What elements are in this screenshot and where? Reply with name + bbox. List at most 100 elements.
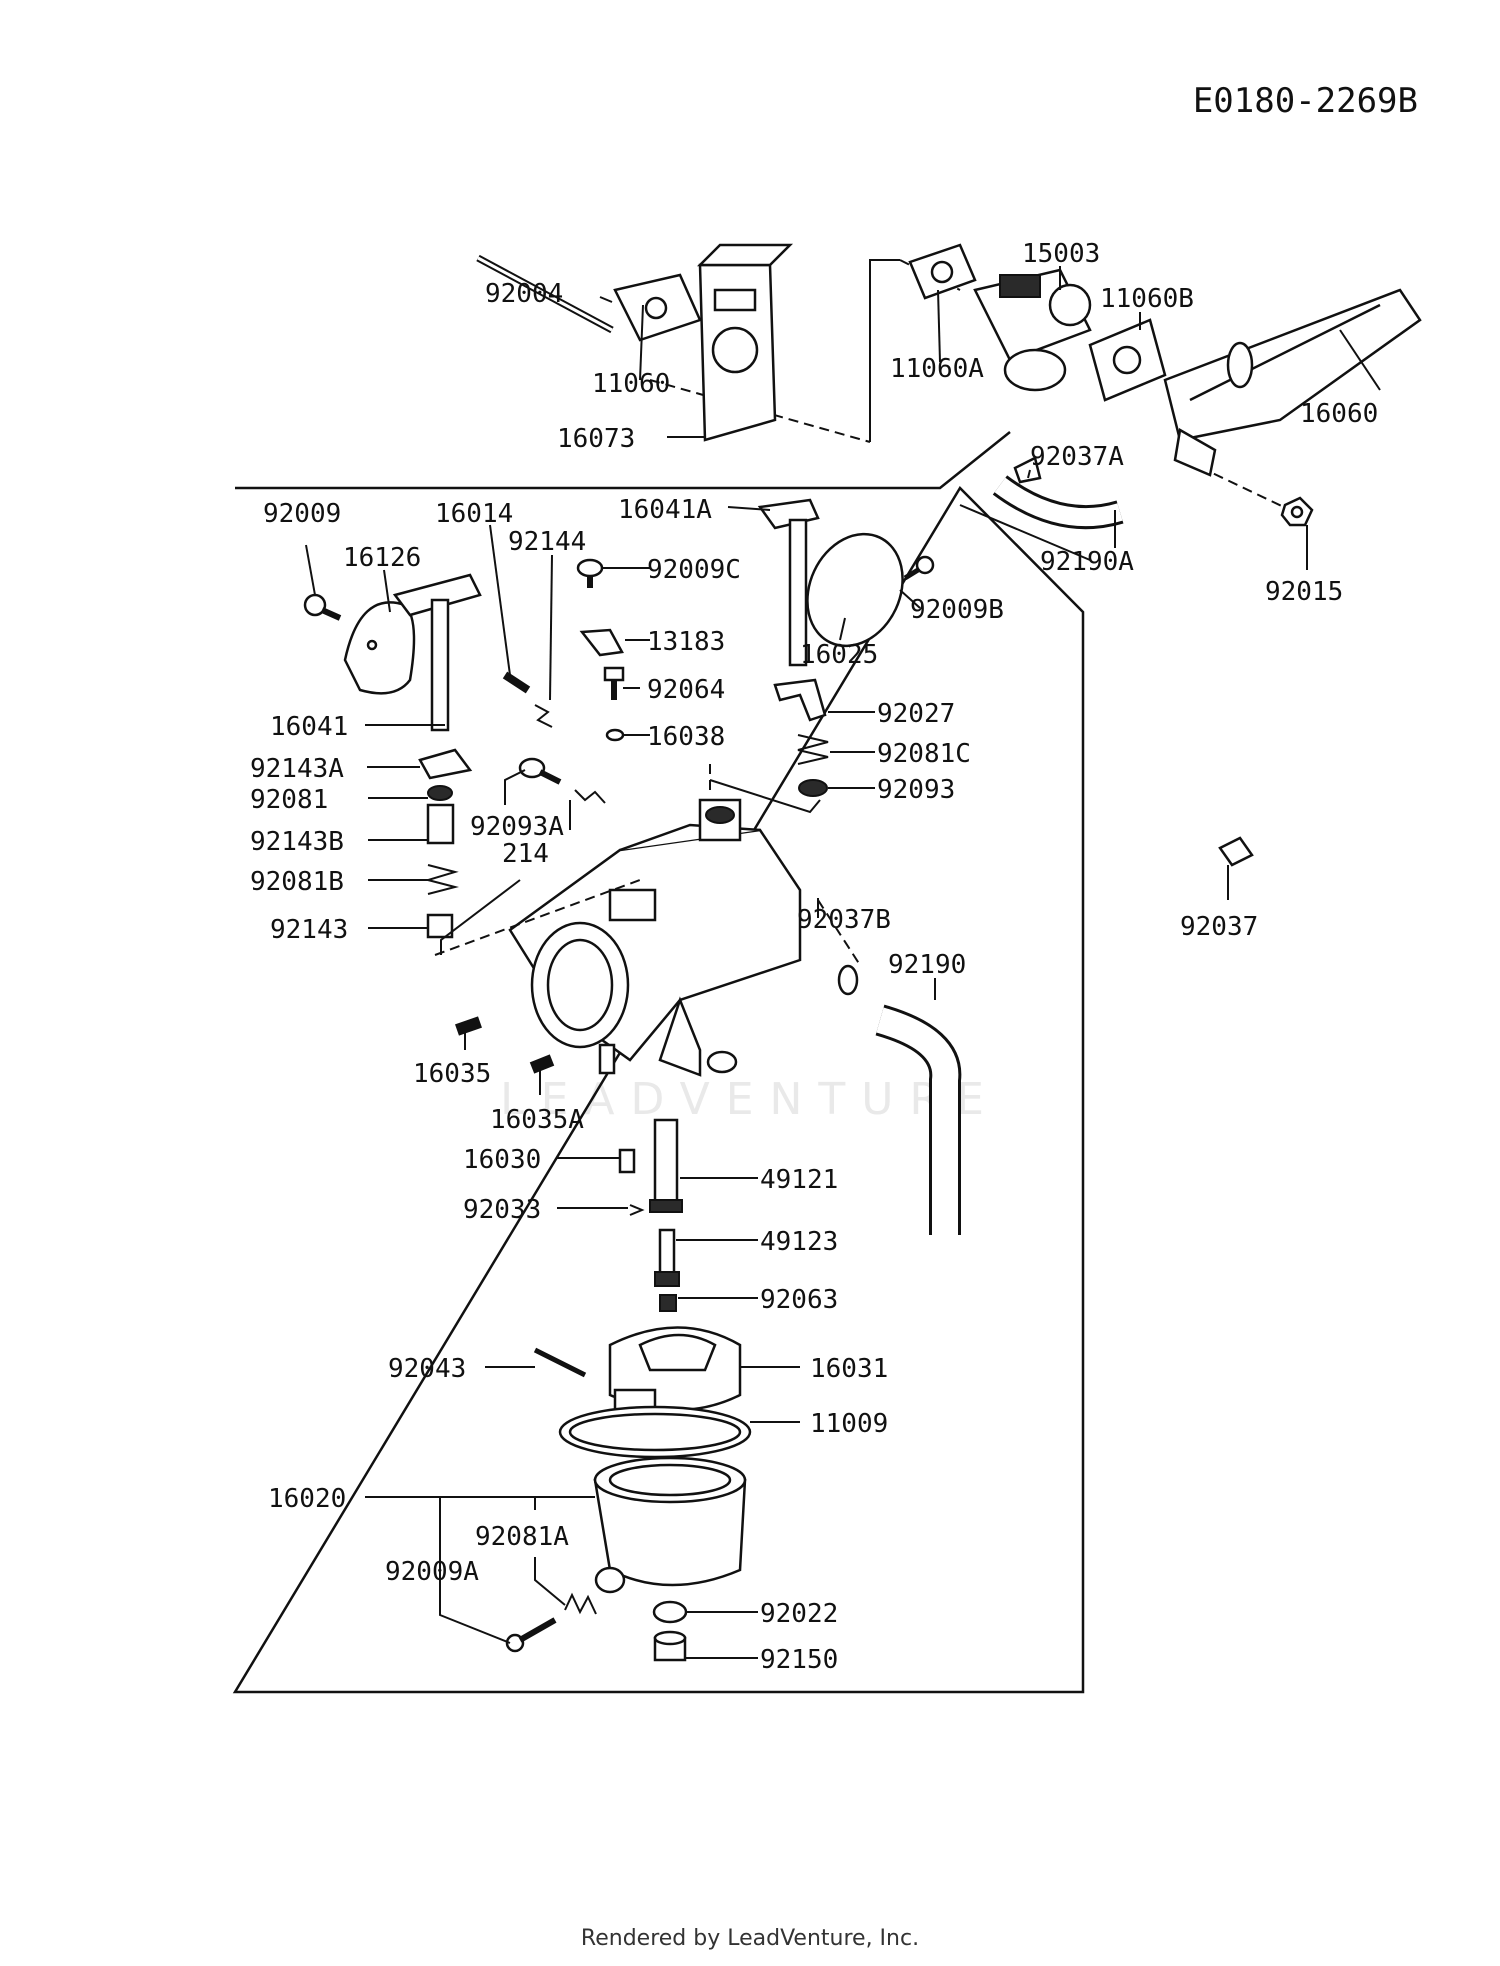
clip-92033 xyxy=(629,1204,645,1216)
screw-92064 xyxy=(603,666,625,700)
washer-92022 xyxy=(652,1600,688,1624)
label-16031: 16031 xyxy=(810,1354,888,1384)
label-16020: 16020 xyxy=(268,1484,346,1514)
label-92009: 92009 xyxy=(263,499,341,529)
label-92022: 92022 xyxy=(760,1599,838,1629)
label-92037a: 92037A xyxy=(1030,442,1124,472)
label-11009: 11009 xyxy=(810,1409,888,1439)
label-16035a: 16035A xyxy=(490,1105,584,1135)
label-92190a: 92190A xyxy=(1040,547,1134,577)
leader-lines xyxy=(305,266,1381,1659)
label-15003: 15003 xyxy=(1022,239,1100,269)
axis-line-1 xyxy=(434,879,641,956)
choke-shaft-16041 xyxy=(392,573,482,732)
label-92009b: 92009B xyxy=(910,595,1004,625)
nozzle-49121 xyxy=(649,1118,683,1213)
throttle-shaft-16041a xyxy=(757,498,820,667)
label-92033: 92033 xyxy=(463,1195,541,1225)
label-92093: 92093 xyxy=(877,775,955,805)
washer-92093 xyxy=(798,779,828,797)
oring-92037b xyxy=(837,964,859,996)
axis-bracket-2 xyxy=(709,779,821,814)
gasket-11060 xyxy=(613,273,702,342)
spring-92081b xyxy=(424,864,459,895)
screw-92150 xyxy=(653,1630,687,1662)
label-92081c: 92081C xyxy=(877,739,971,769)
label-214: 92093A xyxy=(470,812,564,842)
label-16073: 16073 xyxy=(557,424,635,454)
pin-92043 xyxy=(533,1347,587,1378)
label-16060: 16060 xyxy=(1300,399,1378,429)
label-92143: 92143 xyxy=(270,915,348,945)
assembly-frame xyxy=(232,431,1085,1694)
clip-92037 xyxy=(1218,836,1254,867)
carburetor-body xyxy=(508,798,802,1077)
screw-16035a xyxy=(529,1054,555,1074)
intake-pipe-16060 xyxy=(1163,288,1422,477)
label-92143a: 92143A xyxy=(250,754,344,784)
gasket-11009 xyxy=(558,1405,752,1459)
label-92037: 92037 xyxy=(1180,912,1258,942)
screw-92009c xyxy=(576,558,604,588)
label-49123: 49123 xyxy=(760,1227,838,1257)
part-labels: 92004 11060 16073 11060A 15003 11060B 16… xyxy=(250,239,1378,1675)
label-49121: 49121 xyxy=(760,1165,838,1195)
screw-92009 xyxy=(303,593,342,621)
gasket-11060b xyxy=(1088,318,1167,402)
nut-92015 xyxy=(1280,496,1314,527)
label-92143b: 92143B xyxy=(250,827,344,857)
label-92043: 92043 xyxy=(388,1354,466,1384)
label-92064: 92064 xyxy=(647,675,725,705)
label-92004: 92004 xyxy=(485,279,563,309)
oring-16038 xyxy=(605,728,625,742)
label-16041a: 16041A xyxy=(618,495,712,525)
screw-92009a xyxy=(505,1617,557,1653)
drawing-id: E0180-2269B xyxy=(1193,81,1418,121)
spring-92081a xyxy=(564,1592,597,1615)
label-16038: 16038 xyxy=(647,722,725,752)
label-92081b: 92081B xyxy=(250,867,344,897)
label-11060: 11060 xyxy=(592,369,670,399)
jet-49123 xyxy=(654,1228,680,1287)
label-92081: 214 xyxy=(502,839,549,869)
spring-92081 xyxy=(574,789,606,804)
needle-16030 xyxy=(618,1148,636,1174)
label-92150: 92150 xyxy=(760,1645,838,1675)
insulator-16073 xyxy=(696,243,794,442)
label-16126: 16126 xyxy=(343,543,421,573)
jet-92063 xyxy=(659,1294,677,1312)
label-92009a: 92009A xyxy=(385,1557,479,1587)
inset-bracket xyxy=(869,259,900,442)
label-16014: 16014 xyxy=(435,499,513,529)
label-11060b: 11060B xyxy=(1100,284,1194,314)
hose-92190a xyxy=(992,475,1124,530)
float-16031 xyxy=(608,1326,742,1412)
label-92015: 92015 xyxy=(1265,577,1343,607)
footer-credit: Rendered by LeadVenture, Inc. xyxy=(581,1926,919,1951)
screw-16014 xyxy=(502,671,531,694)
label-92081a: 92081A xyxy=(475,1522,569,1552)
lever-92027 xyxy=(773,678,827,722)
gasket-11060a xyxy=(908,243,977,300)
throttle-plate-16025 xyxy=(806,532,904,648)
hose-92190 xyxy=(875,1004,962,1235)
screw-16035 xyxy=(455,1016,482,1036)
inset-bracket-2 xyxy=(959,504,1091,561)
clamp-92037a xyxy=(1013,456,1042,484)
carburetor-15003 xyxy=(973,268,1092,392)
label-92063: 92063 xyxy=(760,1285,838,1315)
screw-214 xyxy=(518,757,562,785)
label-16035: 16035 xyxy=(413,1059,491,1089)
label-92009c: 92009C xyxy=(647,555,741,585)
label-13183: 13183 xyxy=(647,627,725,657)
label-92027: 92027 xyxy=(877,699,955,729)
label-92037b: 92037B xyxy=(797,905,891,935)
washer-92093a xyxy=(427,785,453,801)
choke-plate-16126 xyxy=(343,601,416,695)
label-92144: 92144 xyxy=(508,527,586,557)
cap-92143 xyxy=(426,913,454,939)
label-92093a: 92081 xyxy=(250,785,328,815)
lever-92143a xyxy=(418,748,473,780)
collar-92143b xyxy=(426,803,455,845)
